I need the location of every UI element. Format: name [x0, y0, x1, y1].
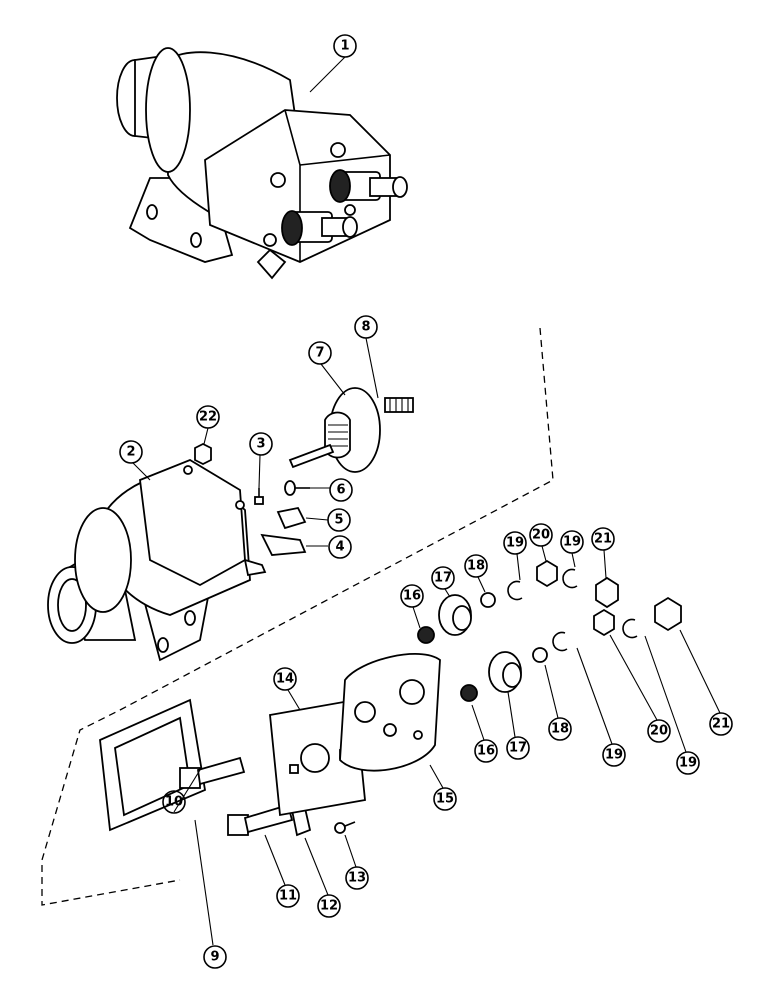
dashed-assembly-outline [41, 327, 554, 906]
callout-19-c: 19 [602, 743, 626, 767]
callout-label: 21 [594, 532, 612, 547]
callout-19-d: 19 [676, 751, 700, 775]
callout-11: 11 [276, 884, 300, 908]
callout-label: 12 [320, 899, 338, 914]
callout-14: 14 [273, 667, 297, 691]
part-16-washer-lower [460, 684, 478, 702]
part-16-washer-upper [417, 626, 435, 644]
callout-20-lower: 20 [647, 719, 671, 743]
callout-label: 17 [509, 741, 527, 756]
callout-5: 5 [327, 508, 351, 532]
callout-18-upper: 18 [464, 554, 488, 578]
part-17-insulator-upper [438, 594, 472, 636]
part-20-nut-lower [593, 608, 615, 637]
callout-label: 20 [532, 528, 550, 543]
callout-4: 4 [328, 535, 352, 559]
callout-label: 19 [506, 536, 524, 551]
callout-label: 2 [126, 445, 135, 460]
leader-lines [132, 56, 721, 946]
callout-label: 13 [348, 871, 366, 886]
callout-label: 19 [679, 756, 697, 771]
callout-13: 13 [345, 866, 369, 890]
callout-19-b: 19 [560, 530, 584, 554]
part-19-lockwasher-a [507, 580, 523, 601]
callout-6: 6 [329, 478, 353, 502]
part-20-nut-upper [536, 559, 558, 588]
callout-label: 11 [279, 889, 297, 904]
part-18-washer-lower [532, 647, 548, 663]
solenoid-housing-part [47, 458, 267, 662]
callout-label: 4 [335, 540, 344, 555]
part-22-nut [194, 442, 212, 466]
callout-label: 19 [563, 535, 581, 550]
part-19-lockwasher-c [552, 631, 568, 652]
callout-label: 22 [199, 410, 217, 425]
part-13-screw [334, 821, 356, 834]
callout-label: 5 [334, 513, 343, 528]
callout-18-lower: 18 [548, 717, 572, 741]
callout-label: 1 [340, 39, 349, 54]
part-5-clip [276, 506, 307, 530]
part-7-plunger [288, 387, 381, 473]
callout-label: 3 [256, 437, 265, 452]
part-19-lockwasher-d [622, 618, 638, 639]
part-21-nut-lower [654, 596, 682, 632]
callout-17-lower: 17 [506, 736, 530, 760]
part-10-bolt [179, 756, 246, 789]
callout-16-upper: 16 [400, 584, 424, 608]
callout-label: 16 [477, 744, 495, 759]
part-3-screw [254, 488, 264, 505]
part-17-insulator-lower [488, 651, 522, 693]
part-9-gasket [99, 698, 207, 832]
callout-12: 12 [317, 894, 341, 918]
callout-1: 1 [333, 34, 357, 58]
part-15-plate [339, 653, 441, 772]
callout-label: 21 [712, 717, 730, 732]
part-18-washer-upper [480, 592, 496, 608]
callout-label: 16 [403, 589, 421, 604]
callout-label: 6 [336, 483, 345, 498]
part-19-lockwasher-b [562, 568, 578, 589]
callout-label: 15 [436, 792, 454, 807]
callout-21-lower: 21 [709, 712, 733, 736]
callout-label: 20 [650, 724, 668, 739]
callout-label: 18 [467, 559, 485, 574]
callout-19-a: 19 [503, 531, 527, 555]
callout-17-upper: 17 [431, 566, 455, 590]
callout-label: 10 [165, 795, 183, 810]
callout-3: 3 [249, 432, 273, 456]
callout-22: 22 [196, 405, 220, 429]
callout-label: 7 [315, 346, 324, 361]
callout-label: 18 [551, 722, 569, 737]
callout-7: 7 [308, 341, 332, 365]
callout-15: 15 [433, 787, 457, 811]
callout-label: 19 [605, 748, 623, 763]
part-21-nut-upper [595, 576, 619, 609]
part-4-bracket [260, 533, 307, 556]
callout-label: 17 [434, 571, 452, 586]
callout-21-upper: 21 [591, 527, 615, 551]
callout-10: 10 [162, 790, 186, 814]
callout-20-upper: 20 [529, 523, 553, 547]
callout-8: 8 [354, 315, 378, 339]
callout-9: 9 [203, 945, 227, 969]
part-8-spring [384, 397, 414, 413]
callout-label: 14 [276, 672, 294, 687]
callout-label: 8 [361, 320, 370, 335]
callout-16-lower: 16 [474, 739, 498, 763]
callout-label: 9 [210, 950, 219, 965]
callout-2: 2 [119, 440, 143, 464]
assembled-solenoid [116, 47, 408, 280]
